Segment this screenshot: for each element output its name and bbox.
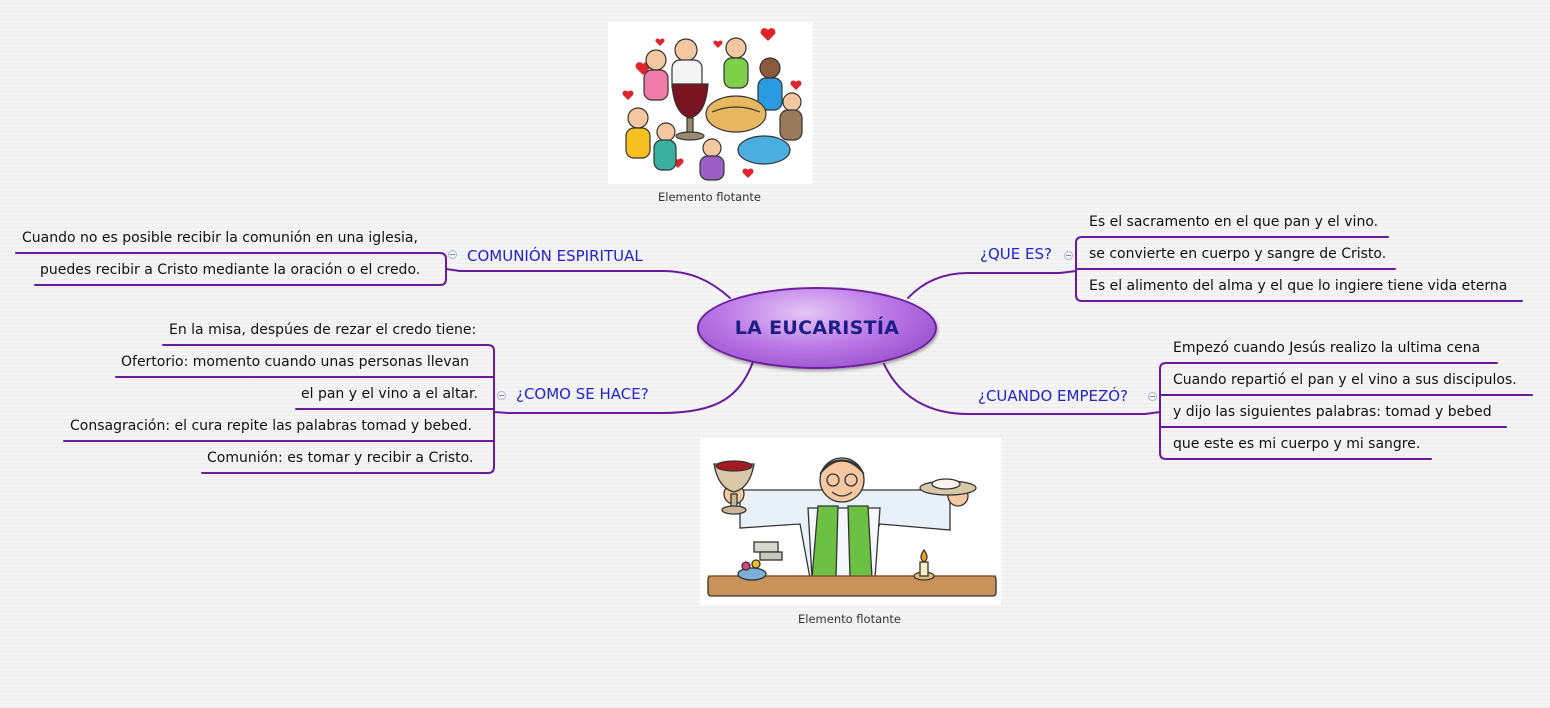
leaf-cuando-2[interactable]: y dijo las siguientes palabras: tomad y … [1173,404,1492,420]
leaf-cuando-0[interactable]: Empezó cuando Jesús realizo la ultima ce… [1173,340,1481,356]
leaf-comunion-0[interactable]: Cuando no es posible recibir la comunión… [22,230,418,246]
floating-caption-bottom: Elemento flotante [798,612,902,626]
leaf-como-4[interactable]: Comunión: es tomar y recibir a Cristo. [207,450,474,466]
central-topic[interactable]: LA EUCARISTÍA [697,287,937,369]
branch-comunion-espiritual[interactable]: COMUNIÓN ESPIRITUAL [467,247,643,265]
link-central-como [661,361,754,414]
leaf-bracket-cuando [1144,411,1161,415]
branch-que-es[interactable]: ¿QUE ES? [980,245,1052,263]
branch-como-se-hace[interactable]: ¿COMO SE HACE? [516,385,649,403]
leaf-como-0[interactable]: En la misa, despúes de rezar el credo ti… [169,322,477,338]
community-illustration [622,28,803,181]
priest-illustration [707,457,997,597]
leaf-bracket-como [493,411,509,414]
link-central-que [907,272,969,299]
floating-caption-top: Elemento flotante [658,190,762,204]
collapse-icon[interactable] [448,250,457,259]
central-topic-label: LA EUCARISTÍA [734,317,900,339]
branch-cuando-empezo[interactable]: ¿CUANDO EMPEZÓ? [978,387,1129,405]
leaf-cuando-1[interactable]: Cuando repartió el pan y el vino a sus d… [1173,372,1517,388]
leaf-que-0[interactable]: Es el sacramento en el que pan y el vino… [1089,214,1379,230]
leaf-comunion-1[interactable]: puedes recibir a Cristo mediante la orac… [40,262,421,278]
leaf-bracket-comunion [445,268,461,272]
collapse-icon[interactable] [1148,392,1157,401]
floating-image-community[interactable] [608,22,813,184]
leaf-que-1[interactable]: se convierte en cuerpo y sangre de Crist… [1089,246,1387,262]
leaf-como-1[interactable]: Ofertorio: momento cuando unas personas … [121,354,470,370]
collapse-icon[interactable] [1064,251,1073,260]
leaf-bracket-que [1059,270,1077,274]
floating-image-priest[interactable] [700,438,1001,605]
link-central-cuando [883,363,969,415]
leaf-cuando-3[interactable]: que este es mi cuerpo y mi sangre. [1173,436,1421,452]
leaf-que-2[interactable]: Es el alimento del alma y el que lo ingi… [1089,278,1508,294]
collapse-icon[interactable] [497,391,506,400]
leaf-como-3[interactable]: Consagración: el cura repite las palabra… [70,418,472,434]
link-central-comunion [661,270,731,299]
leaf-como-2[interactable]: el pan y el vino a el altar. [301,386,478,402]
